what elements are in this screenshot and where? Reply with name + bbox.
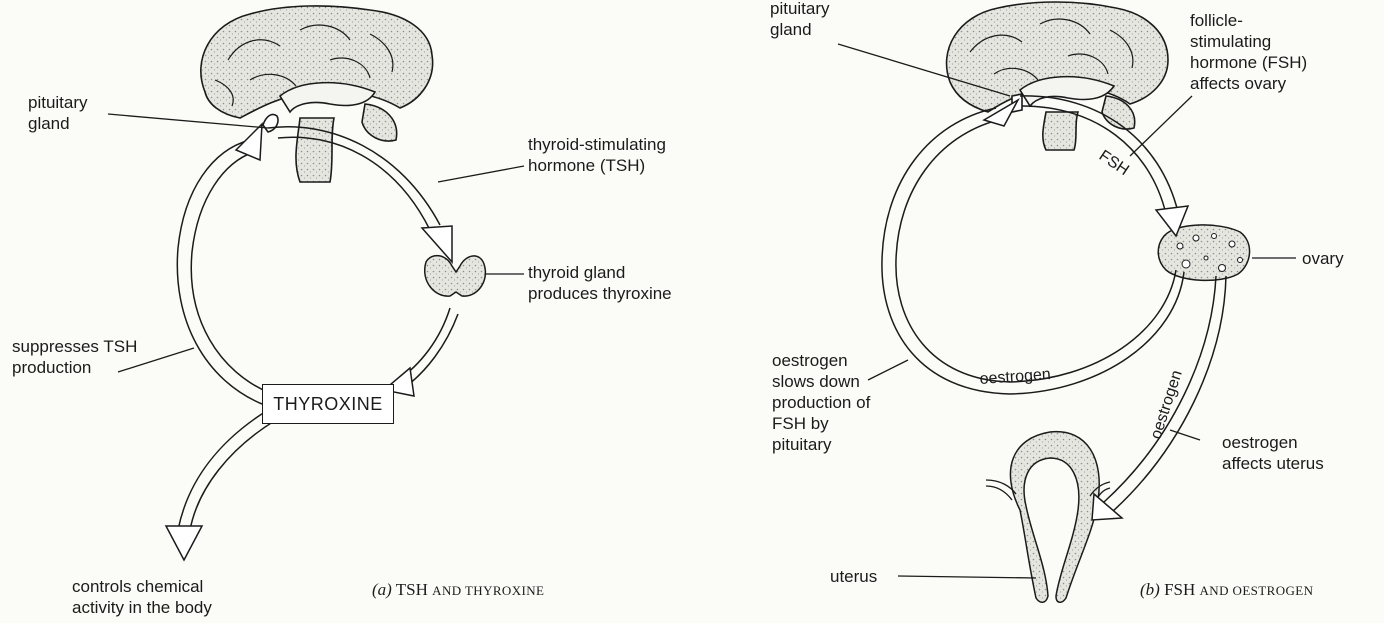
arrowhead-up-icon — [236, 124, 262, 160]
tsh-label: thyroid-stimulating hormone (TSH) — [528, 134, 666, 176]
fsh-arrow-text: FSH — [1096, 147, 1132, 179]
caption-b: (b) FSH AND OESTROGEN — [1140, 580, 1313, 600]
oestrogen-affects-uterus-label: oestrogen affects uterus — [1222, 432, 1324, 474]
arrowheads-a — [166, 124, 452, 560]
ovary-label: ovary — [1302, 248, 1344, 269]
uterus-label: uterus — [830, 566, 877, 587]
oestrogen-down-text: oestrogen — [1148, 368, 1186, 441]
suppresses-tsh-label: suppresses TSH production — [12, 336, 137, 378]
pituitary-gland-label-a: pituitary gland — [28, 92, 88, 134]
uterus-icon — [1010, 432, 1099, 603]
thyroxine-box: THYROXINE — [262, 384, 394, 424]
brain-a-icon — [201, 6, 433, 182]
arrowhead-bottom-icon — [166, 526, 202, 560]
fsh-affects-ovary-label: follicle- stimulating hormone (FSH) affe… — [1190, 10, 1307, 94]
thyroid-gland-icon — [425, 256, 486, 297]
brain-b-icon — [947, 2, 1168, 150]
controls-chemical-label: controls chemical activity in the body — [72, 576, 212, 618]
pituitary-gland-label-b: pituitary gland — [770, 0, 830, 40]
thyroid-gland-label: thyroid gland produces thyroxine — [528, 262, 672, 304]
oestrogen-slows-label: oestrogen slows down production of FSH b… — [772, 350, 870, 455]
ovary-icon — [1158, 225, 1249, 280]
oestrogen-loop-text: oestrogen — [979, 366, 1051, 388]
caption-a: (a) TSH AND THYROXINE — [372, 580, 544, 600]
tsh-feedback-loop — [177, 127, 458, 530]
